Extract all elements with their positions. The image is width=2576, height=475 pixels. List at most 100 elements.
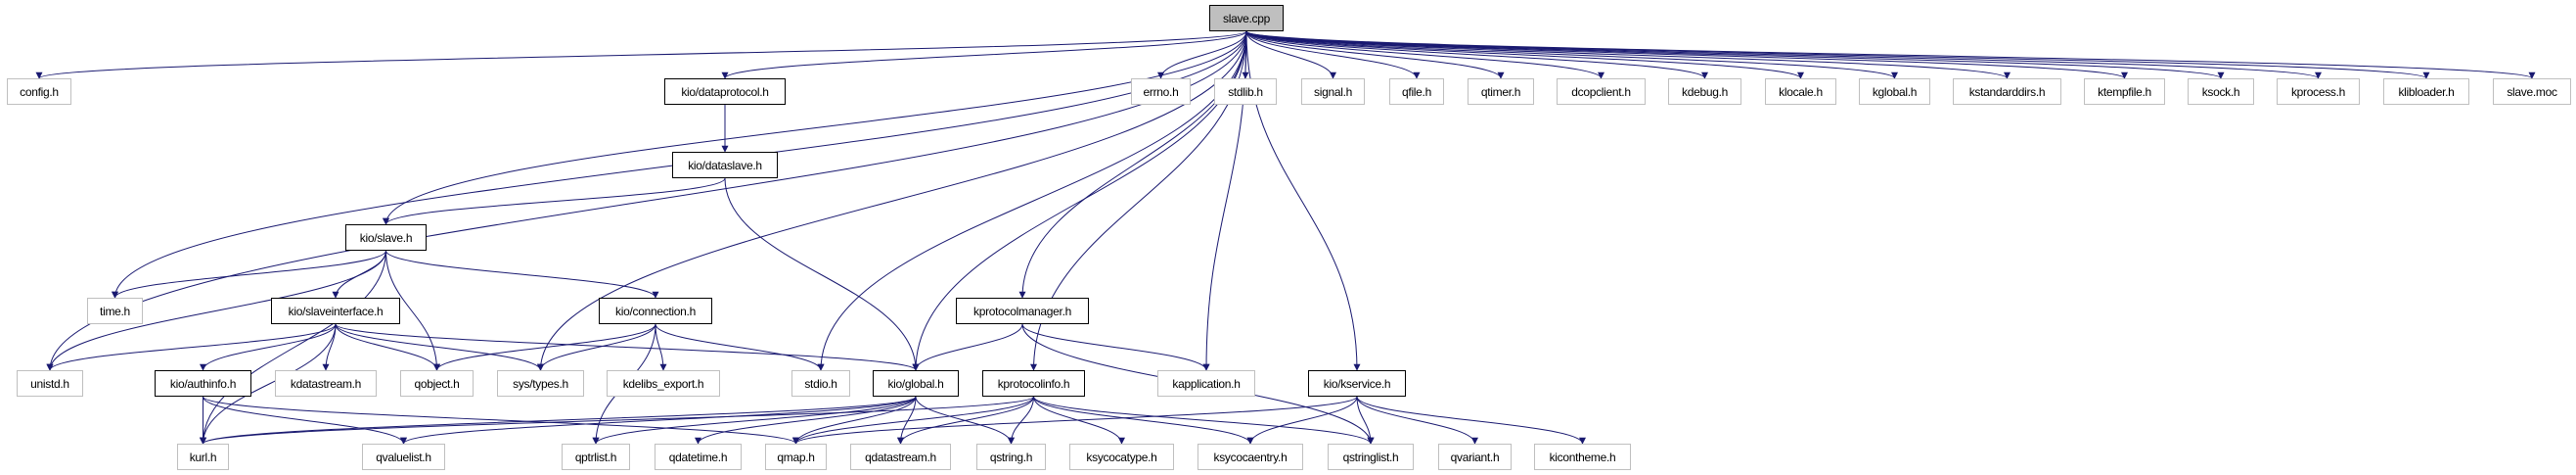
node-label: kio/connection.h bbox=[615, 304, 696, 318]
edge-slave_cpp-to-slave_h bbox=[383, 30, 1247, 225]
edge-authinfo_h-to-qvaluelist_h bbox=[203, 396, 407, 445]
node-connection-h[interactable]: kio/connection.h bbox=[599, 298, 712, 324]
node-ksycocaentry-h: ksycocaentry.h bbox=[1198, 444, 1303, 470]
node-label: ksycocaentry.h bbox=[1213, 450, 1288, 464]
node-label: kprotocolinfo.h bbox=[997, 376, 1070, 391]
node-dataslave-h[interactable]: kio/dataslave.h bbox=[672, 152, 778, 178]
node-slaveinterface-h[interactable]: kio/slaveinterface.h bbox=[271, 298, 400, 324]
edge-kprotocolinfo_h-to-qstringlist_h bbox=[1033, 396, 1375, 445]
node-label: kglobal.h bbox=[1872, 84, 1918, 99]
edge-kservice_h-to-qvariant_h bbox=[1356, 396, 1478, 445]
node-errno-h: errno.h bbox=[1131, 78, 1191, 105]
edge-slave_cpp-to-errno_h bbox=[1157, 30, 1247, 79]
node-dataprotocol-h[interactable]: kio/dataprotocol.h bbox=[664, 78, 786, 105]
node-label: ktempfile.h bbox=[2098, 84, 2151, 99]
node-label: signal.h bbox=[1314, 84, 1352, 99]
node-kdatastream-h: kdatastream.h bbox=[275, 370, 377, 397]
node-slave-cpp: slave.cpp bbox=[1209, 5, 1284, 31]
edge-slave_cpp-to-signal_h bbox=[1245, 30, 1336, 79]
edge-slave_cpp-to-slave_moc bbox=[1245, 30, 2536, 79]
node-kservice-h[interactable]: kio/kservice.h bbox=[1308, 370, 1406, 397]
edge-kservice_h-to-qstringlist_h bbox=[1356, 396, 1375, 445]
node-slave-h[interactable]: kio/slave.h bbox=[345, 224, 427, 251]
node-kglobal-h: kglobal.h bbox=[1859, 78, 1930, 105]
node-label: klocale.h bbox=[1779, 84, 1823, 99]
node-stdio-h: stdio.h bbox=[791, 370, 850, 397]
node-label: ksock.h bbox=[2201, 84, 2240, 99]
edge-slaveinterface_h-to-qobject_h bbox=[335, 323, 440, 371]
node-label: kio/dataprotocol.h bbox=[681, 84, 769, 99]
edge-connection_h-to-qobject_h bbox=[433, 323, 656, 371]
node-qstringlist-h: qstringlist.h bbox=[1328, 444, 1414, 470]
edge-kservice_h-to-kicontheme_h bbox=[1356, 396, 1586, 445]
node-authinfo-h[interactable]: kio/authinfo.h bbox=[155, 370, 251, 397]
edge-slave_cpp-to-ksock_h bbox=[1245, 30, 2225, 79]
node-label: ksycocatype.h bbox=[1086, 450, 1157, 464]
node-klocale-h: klocale.h bbox=[1765, 78, 1836, 105]
edge-slave_cpp-to-dataprotocol_h bbox=[721, 30, 1247, 79]
edge-slave_cpp-to-kstandarddirs_h bbox=[1245, 30, 2011, 79]
node-dcopclient-h: dcopclient.h bbox=[1557, 78, 1646, 105]
edge-kprotocolinfo_h-to-ksycocaentry_h bbox=[1033, 396, 1254, 445]
node-ksycocatype-h: ksycocatype.h bbox=[1069, 444, 1174, 470]
node-kprotocolmanager-h[interactable]: kprotocolmanager.h bbox=[956, 298, 1089, 324]
edge-slave_h-to-connection_h bbox=[385, 250, 659, 299]
edge-slaveinterface_h-to-systypes_h bbox=[335, 323, 544, 371]
node-global-h[interactable]: kio/global.h bbox=[873, 370, 959, 397]
node-label: qvaluelist.h bbox=[376, 450, 431, 464]
edge-global_h-to-qptrlist_h bbox=[592, 396, 917, 445]
node-qdatetime-h: qdatetime.h bbox=[655, 444, 742, 470]
node-qvaluelist-h: qvaluelist.h bbox=[362, 444, 445, 470]
node-systypes-h: sys/types.h bbox=[497, 370, 584, 397]
edge-connection_h-to-systypes_h bbox=[537, 323, 656, 371]
node-kapplication-h: kapplication.h bbox=[1157, 370, 1255, 397]
node-klibloader-h: klibloader.h bbox=[2383, 78, 2469, 105]
node-label: qdatetime.h bbox=[668, 450, 728, 464]
edge-slave_cpp-to-dcopclient_h bbox=[1245, 30, 1604, 79]
edge-dataslave_h-to-slave_h bbox=[383, 177, 726, 225]
node-qvariant-h: qvariant.h bbox=[1438, 444, 1512, 470]
edge-slave_h-to-qobject_h bbox=[385, 250, 440, 371]
node-label: klibloader.h bbox=[2398, 84, 2455, 99]
node-label: stdlib.h bbox=[1228, 84, 1263, 99]
node-label: time.h bbox=[100, 304, 130, 318]
node-qdatastream-h: qdatastream.h bbox=[850, 444, 951, 470]
edge-kprotocolinfo_h-to-kurl_h bbox=[200, 396, 1034, 445]
node-label: kio/kservice.h bbox=[1323, 376, 1391, 391]
node-label: kio/slave.h bbox=[359, 230, 413, 245]
node-unistd-h: unistd.h bbox=[17, 370, 83, 397]
edge-slaveinterface_h-to-authinfo_h bbox=[200, 323, 337, 371]
node-kprotocolinfo-h[interactable]: kprotocolinfo.h bbox=[982, 370, 1085, 397]
edge-kprotocolinfo_h-to-qdatastream_h bbox=[897, 396, 1034, 445]
node-qtimer-h: qtimer.h bbox=[1468, 78, 1534, 105]
edge-dataslave_h-to-global_h bbox=[724, 177, 920, 371]
node-kdebug-h: kdebug.h bbox=[1668, 78, 1741, 105]
node-time-h: time.h bbox=[87, 298, 143, 324]
edge-global_h-to-qvaluelist_h bbox=[400, 396, 917, 445]
edge-slave_cpp-to-kprocess_h bbox=[1245, 30, 2322, 79]
node-label: qdatastream.h bbox=[865, 450, 936, 464]
edge-slaveinterface_h-to-global_h bbox=[335, 323, 920, 371]
edge-authinfo_h-to-qmap_h bbox=[203, 396, 799, 445]
node-signal-h: signal.h bbox=[1301, 78, 1365, 105]
node-kstandarddirs-h: kstandarddirs.h bbox=[1953, 78, 2061, 105]
node-label: kapplication.h bbox=[1172, 376, 1241, 391]
node-label: slave.cpp bbox=[1223, 11, 1270, 25]
edge-slave_cpp-to-config_h bbox=[35, 30, 1247, 79]
edge-slave_cpp-to-qtimer_h bbox=[1245, 30, 1505, 79]
edge-slaveinterface_h-to-unistd_h bbox=[46, 323, 337, 371]
node-label: stdio.h bbox=[804, 376, 837, 391]
node-kprocess-h: kprocess.h bbox=[2277, 78, 2360, 105]
node-label: qptrlist.h bbox=[574, 450, 617, 464]
node-label: kdelibs_export.h bbox=[622, 376, 704, 391]
edge-connection_h-to-stdio_h bbox=[655, 323, 825, 371]
edge-global_h-to-qdatetime_h bbox=[695, 396, 917, 445]
node-label: kio/dataslave.h bbox=[688, 158, 762, 172]
node-label: qtimer.h bbox=[1480, 84, 1521, 99]
edge-slave_h-to-kurl_h bbox=[200, 250, 386, 445]
edge-kprotocolinfo_h-to-qmap_h bbox=[792, 396, 1034, 445]
node-label: kio/authinfo.h bbox=[169, 376, 237, 391]
edge-kservice_h-to-qmap_h bbox=[792, 396, 1358, 445]
node-qptrlist-h: qptrlist.h bbox=[562, 444, 630, 470]
edge-slave_cpp-to-kprotocolmanager_h bbox=[1018, 30, 1247, 299]
